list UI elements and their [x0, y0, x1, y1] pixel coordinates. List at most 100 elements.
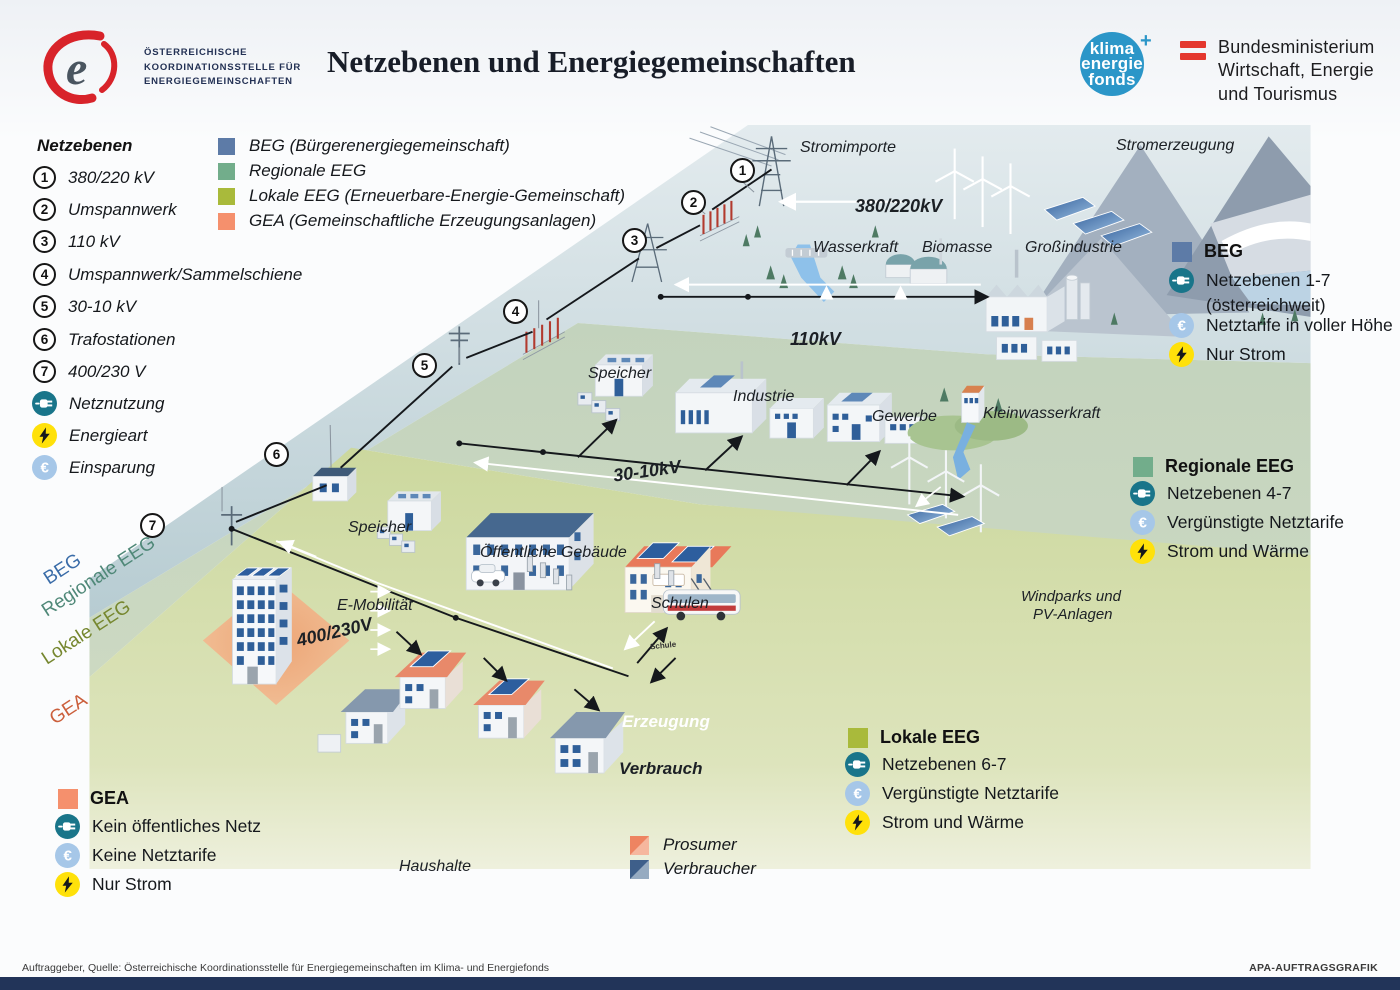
beg-color-swatch: [218, 137, 235, 155]
lokale-panel-title-row: Lokale EEG: [848, 727, 980, 748]
prosumer-swatch: [630, 835, 649, 855]
marker-5: 5: [412, 353, 437, 378]
netzebenen-item-7: 7 400/230 V: [33, 360, 146, 383]
regionale-panel-tarif-label: Vergünstigte Netztarife: [1167, 512, 1345, 532]
beg-panel-energie-row: Nur Strom: [1169, 342, 1286, 367]
label-windparks-1: Windparks und: [1021, 588, 1121, 605]
svg-text:e: e: [66, 42, 87, 95]
energieart-item: Energieart: [32, 423, 147, 448]
verbraucher-swatch: [630, 859, 649, 879]
marker-2: 2: [681, 190, 706, 215]
level-1-label: 380/220 kV: [68, 167, 155, 187]
bolt-icon: [55, 872, 80, 897]
ministry-logo: Bundesministerium Wirtschaft, Energie un…: [1180, 36, 1374, 106]
bolt-icon: [1130, 539, 1155, 564]
netzebenen-item-5: 5 30-10 kV: [33, 295, 136, 318]
netzebenen-item-3: 3 110 kV: [33, 230, 120, 253]
wind-turbines-upper: [934, 148, 1031, 235]
label-biomasse: Biomasse: [922, 239, 993, 256]
speicher-lower-icon: [376, 491, 441, 553]
bolt-icon: [1169, 342, 1194, 367]
plug-icon: [55, 814, 80, 839]
okse-logo: e: [38, 28, 130, 106]
lokale-panel-title: Lokale EEG: [880, 727, 981, 747]
beg-legend-label: BEG (Bürgerenergiegemeinschaft): [249, 136, 510, 155]
label-110kv: 110kV: [790, 329, 841, 349]
e-mobility-icon: [471, 556, 675, 591]
prosumer-legend-row: Prosumer: [630, 835, 737, 855]
verbraucher-legend-row: Verbraucher: [630, 859, 756, 879]
beg-net-line1: Netzebenen 1-7: [1206, 270, 1331, 290]
netzebenen-item-4: 4 Umspannwerk/Sammelschiene: [33, 263, 302, 286]
level-3-label: 110 kV: [68, 231, 120, 251]
gea-panel-tarif-label: Keine Netztarife: [92, 845, 217, 865]
level-5-label: 30-10 kV: [68, 296, 137, 316]
label-wasserkraft: Wasserkraft: [813, 239, 899, 256]
regionale-panel-swatch: [1133, 456, 1153, 477]
org-line3: ENERGIEGEMEINSCHAFTEN: [144, 76, 293, 88]
beg-panel-swatch: [1172, 241, 1192, 262]
beg-panel-net-row: Netzebenen 1-7 (österreichweit): [1169, 268, 1331, 319]
grossindustrie-icon: [985, 249, 1091, 362]
euro-icon: [1130, 510, 1155, 535]
ministry-line1: Bundesministerium: [1218, 37, 1375, 57]
gea-panel-net-label: Kein öffentliches Netz: [92, 816, 261, 836]
house-verbraucher-2: [549, 711, 625, 774]
lokale-legend-label: Lokale EEG (Erneuerbare-Energie-Gemeinsc…: [249, 186, 626, 205]
einsparung-label: Einsparung: [69, 457, 156, 477]
band-regionale-terrain: [89, 322, 1311, 678]
gewerbe-icon: [826, 392, 924, 444]
arrows-400v: [228, 525, 677, 712]
pylon-1: [752, 136, 791, 207]
regionale-panel-tarif-row: Vergünstigte Netztarife: [1130, 510, 1344, 535]
footer-source: Auftraggeber, Quelle: Österreichische Ko…: [22, 962, 550, 974]
label-kleinwasserkraft: Kleinwasserkraft: [983, 405, 1101, 422]
klima-line1: klima: [1089, 38, 1135, 58]
beg-panel-net-label: Netzebenen 1-7 (österreichweit): [1206, 268, 1331, 319]
legend-beg: BEG (Bürgerenergiegemeinschaft): [218, 136, 510, 156]
lokale-panel-tarif-label: Vergünstigte Netztarife: [882, 783, 1060, 803]
grid-feeder-lines: [235, 168, 773, 523]
gea-panel-energie-label: Nur Strom: [92, 874, 172, 894]
plug-icon: [1169, 268, 1194, 293]
marker-6: 6: [264, 442, 289, 467]
label-stromimporte: Stromimporte: [800, 139, 897, 156]
label-grossindustrie: Großindustrie: [1025, 239, 1122, 256]
label-speicher-oben: Speicher: [588, 365, 652, 382]
marker-4: 4: [503, 299, 528, 324]
marker-3: 3: [622, 228, 647, 253]
scene-illustration: [89, 125, 1311, 869]
austria-flag-icon: [1180, 36, 1206, 106]
prosumer-label: Prosumer: [663, 835, 737, 854]
lokale-panel-swatch: [848, 727, 868, 748]
label-industrie: Industrie: [733, 388, 795, 405]
euro-icon: [1169, 313, 1194, 338]
regionale-panel-net-row: Netzebenen 4-7: [1130, 481, 1292, 506]
regionale-panel-energie-row: Strom und Wärme: [1130, 539, 1309, 564]
netznutzung-item: Netznutzung: [32, 391, 164, 416]
label-verbrauch: Verbrauch: [619, 759, 703, 778]
label-schulen: Schulen: [651, 595, 709, 612]
ministry-line3: und Tourismus: [1218, 83, 1338, 104]
bus-icon: [662, 578, 741, 621]
speicher-upper-icon: [577, 354, 653, 422]
verbraucher-label: Verbraucher: [663, 859, 756, 878]
beg-panel-title-row: BEG: [1172, 241, 1243, 262]
arrows-110kv: [657, 276, 990, 305]
gea-panel-title: GEA: [90, 788, 130, 808]
klima-line3: fonds: [1088, 69, 1136, 89]
gea-legend-label: GEA (Gemeinschaftliche Erzeugungsanlagen…: [249, 211, 597, 230]
label-380-220kv: 380/220kV: [855, 196, 943, 216]
euro-icon: [845, 781, 870, 806]
house-prosumer-1: [394, 650, 467, 709]
marker-7: 7: [140, 513, 165, 538]
netzebenen-item-2: 2 Umspannwerk: [33, 198, 177, 221]
marker-1: 1: [730, 158, 755, 183]
beg-panel-energie-label: Nur Strom: [1206, 344, 1286, 364]
gea-panel-energie-row: Nur Strom: [55, 872, 172, 897]
gea-panel-tarif-row: Keine Netztarife: [55, 843, 217, 868]
level-6-badge: 6: [33, 328, 56, 351]
label-erzeugung: Erzeugung: [622, 712, 710, 731]
euro-icon: [55, 843, 80, 868]
label-oeffentliche-gebaeude: Öffentliche Gebäude: [480, 544, 627, 561]
